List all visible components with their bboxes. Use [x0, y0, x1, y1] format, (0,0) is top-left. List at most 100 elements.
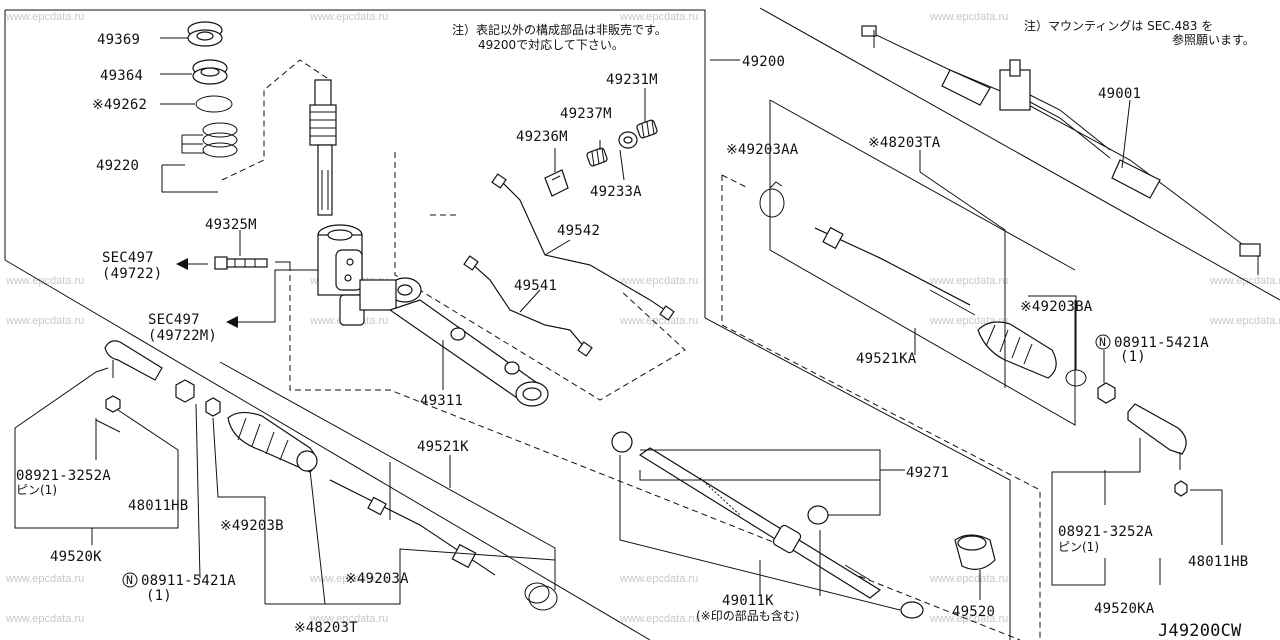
- watermarks: www.epcdata.ru www.epcdata.ru www.epcdat…: [5, 11, 1280, 625]
- watermark-text: www.epcdata.ru: [619, 11, 698, 23]
- boot-48203TA[interactable]: [977, 321, 1057, 379]
- label-49541: 49541: [514, 278, 557, 294]
- label-49203B: ※49203B: [220, 518, 284, 534]
- n-symbol-icon: N: [1095, 334, 1111, 350]
- watermark-text: www.epcdata.ru: [929, 573, 1008, 585]
- label-49521KA: 49521KA: [856, 351, 917, 367]
- rack-49011K[interactable]: [611, 431, 924, 619]
- bushing-49271-b[interactable]: [807, 505, 829, 525]
- watermark-text: www.epcdata.ru: [5, 315, 84, 327]
- watermark-text: www.epcdata.ru: [929, 275, 1008, 287]
- label-48011HB-right: 48011HB: [1188, 554, 1248, 570]
- outer-tie-rod-49520KA[interactable]: [1127, 403, 1188, 497]
- bolt-49325M[interactable]: [214, 256, 268, 270]
- mount-bushing-49520[interactable]: [954, 534, 996, 570]
- leader-lines: [14, 37, 1223, 611]
- label-08921-left: 08921-3252A: [16, 468, 111, 484]
- inner-tie-rod-49521KA[interactable]: [814, 226, 976, 316]
- label-48011HB-left: 48011HB: [128, 498, 188, 514]
- label-49220: 49220: [96, 158, 139, 174]
- label-49203A: ※49203A: [345, 571, 409, 587]
- bolt-connect-line: [275, 261, 318, 271]
- clip-49203BA[interactable]: [1065, 369, 1087, 387]
- pipe-49542[interactable]: [491, 173, 675, 321]
- label-49520: 49520: [952, 604, 995, 620]
- oil-seal-49369[interactable]: [187, 21, 223, 47]
- label-49237M: 49237M: [560, 106, 612, 122]
- label-49203AA: ※49203AA: [726, 142, 799, 158]
- label-49364: 49364: [100, 68, 143, 84]
- nut-08911-left[interactable]: [175, 379, 195, 403]
- o-ring-49262[interactable]: [195, 95, 233, 113]
- diagram-code: J49200CW: [1158, 621, 1242, 640]
- pinion-shaft[interactable]: [309, 79, 337, 216]
- arrow-left-icon: [176, 258, 188, 270]
- clip-49203A[interactable]: [524, 582, 558, 611]
- castle-nut-left[interactable]: [105, 395, 121, 413]
- pinion-dashed-guide: [221, 59, 331, 181]
- spring-49231M[interactable]: [636, 119, 658, 139]
- watermark-text: www.epcdata.ru: [929, 613, 1008, 625]
- label-48203T: ※48203T: [294, 620, 358, 636]
- label-48203TA: ※48203TA: [868, 135, 941, 151]
- svg-text:N: N: [126, 573, 133, 587]
- watermark-text: www.epcdata.ru: [1209, 275, 1280, 287]
- watermark-text: www.epcdata.ru: [5, 573, 84, 585]
- steering-gear-assembly-49001[interactable]: [861, 25, 1261, 275]
- label-sec497-a-sub: (49722): [102, 266, 162, 282]
- nut-49233A[interactable]: [618, 131, 638, 149]
- rack-dashed-frame: [289, 265, 1021, 640]
- outer-tie-rod-49520K[interactable]: [95, 340, 163, 433]
- bearing-49364[interactable]: [192, 59, 228, 85]
- label-49521K: 49521K: [417, 439, 469, 455]
- pipe-49541[interactable]: [463, 255, 593, 357]
- label-49011K: 49011K: [722, 593, 774, 609]
- gear-housing[interactable]: [317, 224, 422, 326]
- label-08921-left-pin: ピン(1): [16, 483, 57, 497]
- clip-49203B[interactable]: [205, 397, 221, 417]
- main-frame-diagonal: [4, 259, 651, 640]
- boot-48203T[interactable]: [227, 411, 318, 473]
- cap-49236M[interactable]: [544, 169, 569, 197]
- label-sec497-a: SEC497: [102, 250, 154, 266]
- nut-08911-right[interactable]: [1097, 382, 1116, 404]
- note-top-center-line2: 49200で対応して下さい。: [478, 38, 624, 52]
- watermark-text: www.epcdata.ru: [619, 275, 698, 287]
- label-49233A: 49233A: [590, 184, 642, 200]
- watermark-text: www.epcdata.ru: [5, 275, 84, 287]
- watermark-text: www.epcdata.ru: [5, 613, 84, 625]
- note-top-right-line2: 参照願います。: [1172, 32, 1255, 47]
- rack-housing-tube-49311[interactable]: [388, 299, 549, 407]
- castle-nut-right[interactable]: [1174, 480, 1188, 497]
- main-frame: [5, 9, 1011, 640]
- bushing-49271[interactable]: [611, 431, 633, 453]
- label-49369: 49369: [97, 32, 140, 48]
- part-labels: 49369 49364 ※49262 49220 49325M SEC497 (…: [16, 32, 1248, 636]
- kit-dashed-frame-top: [721, 174, 749, 189]
- note-top-center-line1: 注）表記以外の構成部品は非販売です。: [452, 22, 667, 37]
- kit-dashed-frame: [721, 175, 1041, 640]
- watermark-text: www.epcdata.ru: [309, 11, 388, 23]
- label-49520K: 49520K: [50, 549, 102, 565]
- label-49231M: 49231M: [606, 72, 658, 88]
- watermark-text: www.epcdata.ru: [929, 11, 1008, 23]
- watermark-text: www.epcdata.ru: [619, 573, 698, 585]
- assembly-frame-top: [759, 7, 1280, 301]
- arrow-left-icon: [226, 316, 238, 328]
- label-08911-left: 08911-5421A: [141, 573, 236, 589]
- label-08911-right: 08911-5421A: [1114, 335, 1209, 351]
- inner-tie-rod-49521K[interactable]: [329, 479, 496, 576]
- label-49520KA: 49520KA: [1094, 601, 1155, 617]
- label-08911-left-qty: (1): [146, 588, 172, 604]
- label-08911-right-qty: (1): [1120, 349, 1146, 365]
- inner-tierod-frame-top: [769, 99, 1076, 271]
- watermark-text: www.epcdata.ru: [5, 11, 84, 23]
- label-49271: 49271: [906, 465, 949, 481]
- bushing-49271-c[interactable]: [900, 601, 924, 619]
- spring-49237M[interactable]: [586, 147, 608, 167]
- notes: 注）表記以外の構成部品は非販売です。 49200で対応して下さい。 注）マウンテ…: [452, 18, 1255, 52]
- seal-rings-49220[interactable]: [202, 122, 238, 158]
- clip-49203AA[interactable]: [759, 181, 785, 218]
